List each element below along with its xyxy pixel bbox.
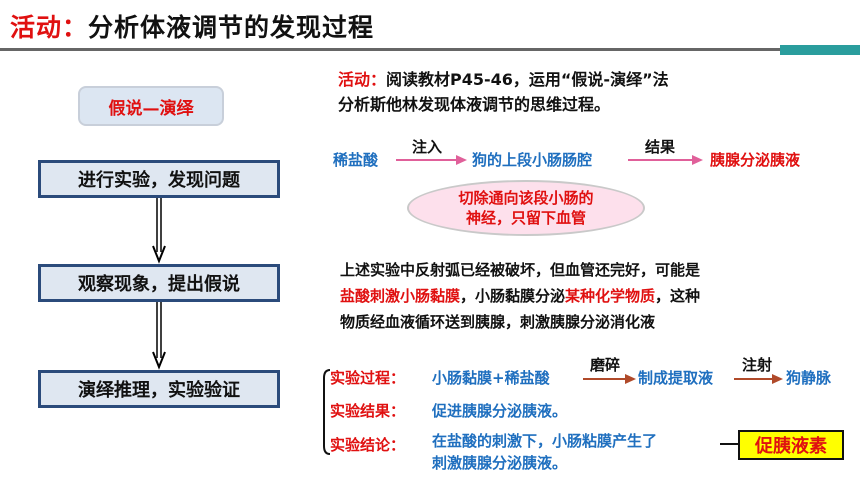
title-accent: 活动： bbox=[10, 13, 89, 42]
process-text: 小肠黏膜+稀盐酸 bbox=[432, 369, 550, 387]
down-arrow-2 bbox=[152, 302, 166, 370]
result-label: 实验结果： bbox=[330, 402, 406, 420]
inject-arrow bbox=[396, 155, 467, 165]
hypothesis-red-1: 盐酸刺激小肠黏膜 bbox=[340, 287, 461, 305]
conclusion-label: 实验结论： bbox=[330, 436, 406, 454]
inject-arrow-2 bbox=[734, 374, 783, 384]
process-step-2: 制成提取液 bbox=[638, 369, 714, 387]
target-label: 狗的上段小肠肠腔 bbox=[472, 151, 593, 169]
activity-line-2: 分析斯他林发现体液调节的思维过程。 bbox=[338, 95, 611, 114]
result-text: 促进胰腺分泌胰液。 bbox=[432, 402, 568, 420]
hypothesis-end: ，这种 bbox=[655, 287, 701, 305]
conclusion-blank-line bbox=[720, 443, 738, 445]
activity-line-1: 活动：阅读教材P45-46，运用“假说-演绎”法 bbox=[338, 66, 669, 90]
condition-line-1: 切除通向该段小肠的 bbox=[458, 189, 594, 207]
conclusion-line-1: 在盐酸的刺激下，小肠粘膜产生了 bbox=[432, 432, 658, 450]
hypothesis-line-3: 物质经血液循环送到胰腺，刺激胰腺分泌消化液 bbox=[340, 313, 656, 331]
hypothesis-mid: ，小肠黏膜分泌 bbox=[460, 287, 566, 305]
corner-decoration bbox=[780, 45, 860, 55]
grind-arrow bbox=[583, 374, 636, 384]
condition-line-2: 神经，只留下血管 bbox=[465, 209, 586, 227]
result-arrow bbox=[628, 155, 703, 165]
title-main: 分析体液调节的发现过程 bbox=[88, 13, 375, 42]
result-arrow-label: 结果 bbox=[645, 138, 676, 156]
title-bar: 活动：分析体液调节的发现过程 bbox=[0, 0, 860, 55]
slide-title: 活动：分析体液调节的发现过程 bbox=[10, 8, 374, 44]
inject-label: 注入 bbox=[412, 138, 443, 156]
inject-label-2: 注射 bbox=[742, 356, 773, 374]
method-label: 假说—演绎 bbox=[78, 86, 224, 126]
step-box-3: 演绎推理，实验验证 bbox=[38, 370, 280, 408]
bracket bbox=[323, 369, 331, 455]
down-arrow-1 bbox=[152, 198, 166, 264]
hypothesis-line-2: 盐酸刺激小肠黏膜，小肠黏膜分泌某种化学物质，这种 bbox=[340, 285, 700, 306]
hypothesis-line-1: 上述实验中反射弧已经被破坏，但血管还完好，可能是 bbox=[340, 261, 701, 279]
process-step-3: 狗静脉 bbox=[786, 369, 832, 387]
condition-ellipse: 切除通向该段小肠的 神经，只留下血管 bbox=[407, 180, 645, 236]
hypothesis-red-2: 某种化学物质 bbox=[565, 287, 656, 305]
step-box-2: 观察现象，提出假说 bbox=[38, 264, 280, 302]
experiment-result: 胰腺分泌胰液 bbox=[710, 151, 801, 169]
process-label: 实验过程： bbox=[330, 369, 406, 387]
substance-label: 稀盐酸 bbox=[333, 151, 379, 169]
conclusion-line-2: 刺激胰腺分泌胰液。 bbox=[432, 454, 568, 472]
activity-prefix: 活动： bbox=[338, 70, 387, 89]
conclusion-answer-box: 促胰液素 bbox=[738, 430, 844, 460]
activity-text-1: 阅读教材P45-46，运用“假说-演绎”法 bbox=[386, 70, 669, 89]
step-box-1: 进行实验，发现问题 bbox=[38, 160, 280, 198]
title-divider bbox=[0, 48, 860, 51]
grind-label: 磨碎 bbox=[590, 356, 621, 374]
